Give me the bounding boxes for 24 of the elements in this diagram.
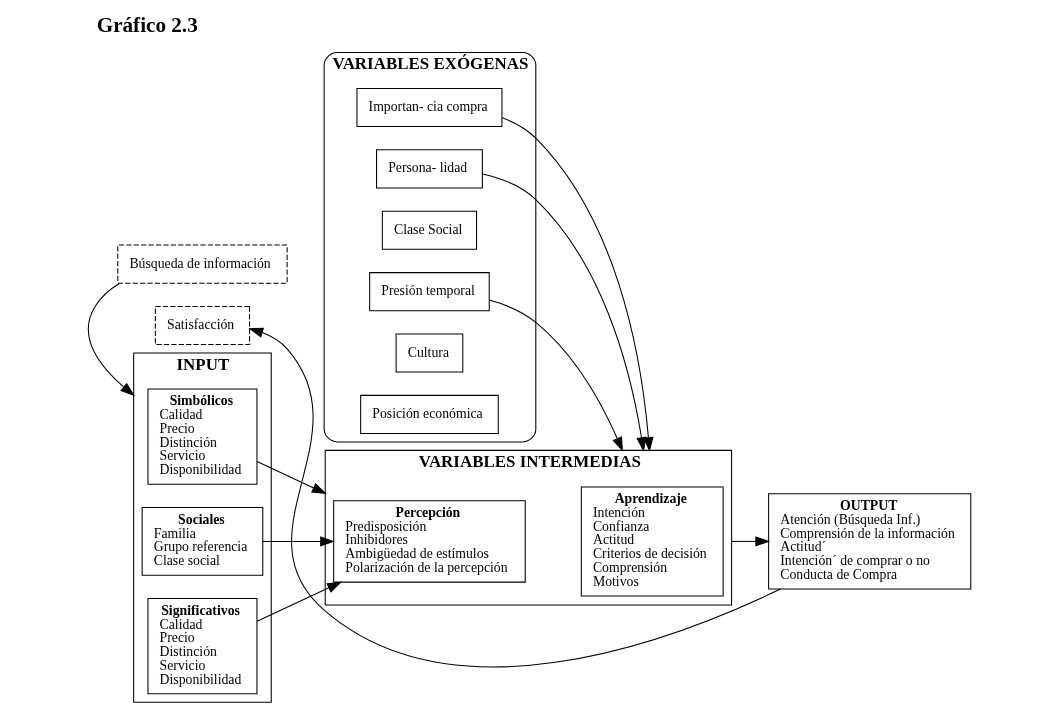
node-box: Percepción Predisposición Inhibidores Ambigüedad de estímulos Polarización de la percepción — [332, 500, 526, 583]
arrow — [501, 117, 654, 452]
arrow — [488, 299, 623, 452]
node-box: Persona- lidad — [375, 149, 483, 189]
arrow — [261, 536, 335, 547]
node-box: Posición económica — [359, 394, 499, 434]
arrow — [730, 536, 770, 547]
node-box: Simbólicos Calidad Precio Distinción Servicio Disponibilidad — [146, 388, 257, 485]
node-box: Cultura — [395, 333, 463, 373]
node-box: OUTPUT Atención (Búsqueda Inf.) Comprensión de la información Actitud´ Intención´ de comprar o no Conducta de Compra — [767, 493, 971, 590]
node-box: Sociales Familia Grupo referencia Clase social — [141, 507, 263, 576]
node-box: Significativos Calidad Precio Distinción Servicio Disponibilidad — [146, 598, 257, 695]
arrow — [256, 461, 327, 494]
node-box: Presión temporal — [368, 272, 490, 312]
node-box: Importan- cia compra — [355, 87, 502, 128]
node-box: Aprendizaje Intención Confianza Actitud Criterios de decisión Comprensión Motivos — [580, 486, 724, 597]
diagram-title: Gráfico 2.3 — [96, 13, 198, 38]
node-box: Satisfacción — [154, 305, 250, 346]
arrow — [247, 327, 781, 667]
arrow — [256, 581, 342, 622]
node-box: Búsqueda de información — [116, 244, 288, 284]
node-box: Clase Social — [381, 210, 477, 250]
arrow — [87, 282, 135, 397]
arrow — [481, 173, 647, 452]
